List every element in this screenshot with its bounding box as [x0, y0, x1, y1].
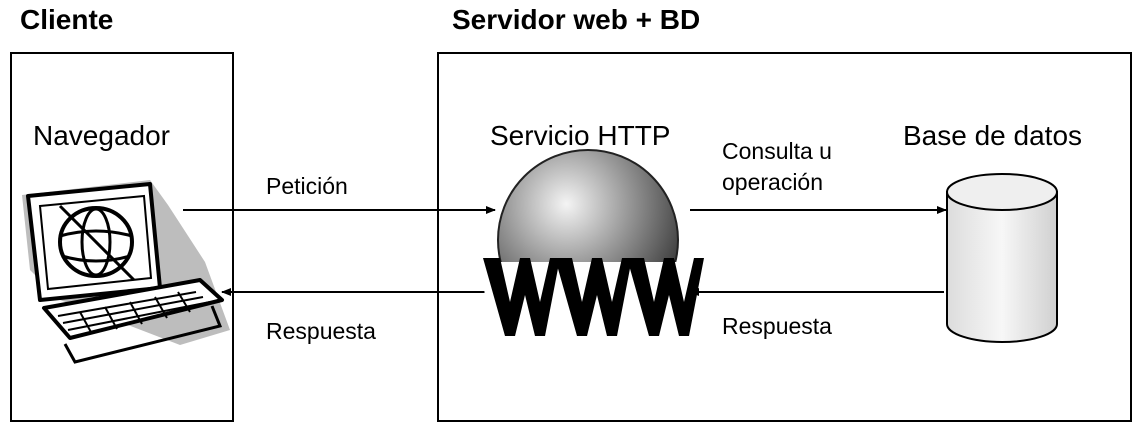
database-label: Base de datos	[903, 120, 1083, 151]
www-globe-icon	[482, 149, 704, 336]
query-label-line2: operación	[722, 169, 824, 195]
computer-icon	[22, 180, 230, 364]
database-icon	[946, 173, 1058, 343]
server-title: Servidor web + BD	[452, 4, 701, 35]
browser-label: Navegador	[33, 120, 170, 151]
response-client-label: Respuesta	[266, 318, 376, 344]
response-server-label: Respuesta	[722, 313, 832, 339]
query-label-line1: Consulta u	[722, 138, 832, 164]
http-service-label: Servicio HTTP	[490, 120, 671, 151]
client-title: Cliente	[20, 4, 114, 35]
server-box	[437, 52, 1132, 422]
request-label: Petición	[266, 173, 348, 199]
client-box	[10, 52, 234, 422]
